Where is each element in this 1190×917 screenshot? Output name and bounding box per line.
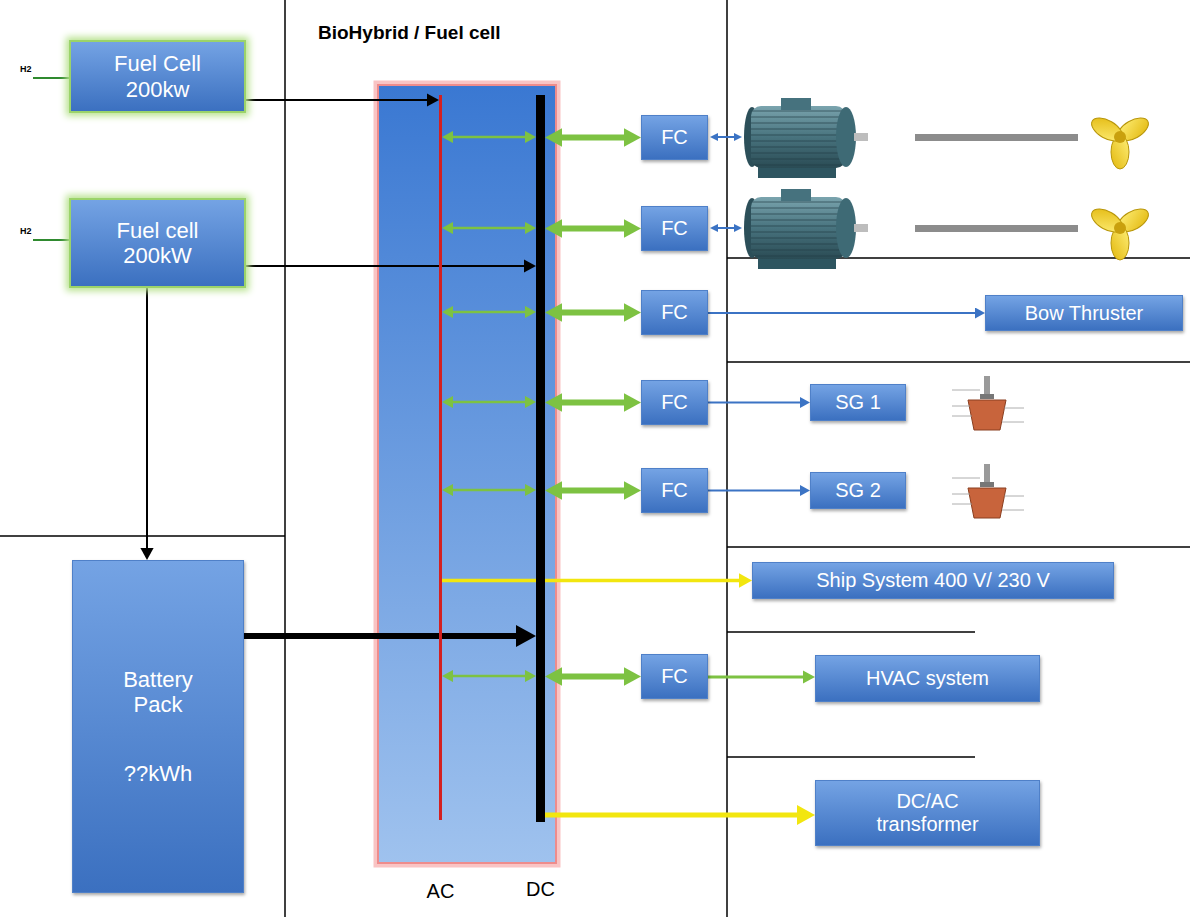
connector-arrow [453,401,525,404]
box-label: DC/AC transformer [863,790,993,836]
box-label: FC [661,479,688,502]
connector-arrow [453,675,525,678]
partition-line [284,0,286,917]
load-box: DC/AC transformer [815,780,1040,846]
h2-pipe [33,77,69,79]
connector-arrow [453,227,525,230]
gas-label: H2 [20,64,32,74]
connector-arrow [708,312,975,314]
connector-arrow [562,674,624,680]
box-label: FC [661,217,688,240]
converter-box: FC [641,654,708,699]
converter-box: FC [641,290,708,335]
converter-box: FC [641,115,708,160]
gas-label: H2 [20,226,32,236]
diagram-title: BioHybrid / Fuel cell [318,22,501,44]
load-box: Ship System 400 V/ 230 V [752,562,1114,599]
box-label: Ship System 400 V/ 230 V [816,569,1049,592]
box-label: Fuel Cell 200kw [100,51,215,102]
steering-gear [952,464,1024,518]
battery-box: Battery Pack ??kWh [72,560,244,893]
connector-arrow [453,136,525,139]
connector-arrow [562,135,624,141]
converter-box: FC [641,206,708,251]
fuel-cell-box: Fuel cell 200kW [69,198,246,288]
connector-arrow [246,265,524,267]
bus-label: DC [526,878,555,901]
box-label: FC [661,126,688,149]
connector-arrow [708,676,803,679]
connector-arrow [246,99,427,101]
load-box: HVAC system [815,655,1040,702]
box-label: FC [661,391,688,414]
connector-arrow [453,489,525,492]
electric-motor [744,98,868,178]
connector-arrow [708,490,800,492]
box-label: Fuel cell 200kW [100,218,215,269]
motor-link [718,136,734,138]
bus-label: AC [427,880,455,903]
bus-panel-glow [378,85,556,863]
box-label: HVAC system [866,667,989,690]
box-label: ??kWh [124,761,192,786]
connector-arrow [562,488,624,494]
partition-line [727,361,1190,363]
partition-line [727,546,1190,548]
connector-arrow [545,813,797,818]
connector-arrow [708,402,800,404]
box-label: SG 1 [835,391,881,414]
converter-box: FC [641,380,708,425]
connector-arrow [562,226,624,232]
connector-arrow [146,288,148,548]
load-box: Bow Thruster [985,295,1183,331]
converter-box: FC [641,468,708,513]
partition-line [727,631,975,633]
h2-pipe [33,239,69,241]
propeller [1088,113,1152,169]
dc-bus: DC [536,95,545,822]
propeller-shaft [915,134,1078,141]
steering-gear [952,376,1024,430]
partition-line [727,756,975,758]
connector-arrow [562,400,624,406]
connector-arrow [453,311,525,314]
box-label: Bow Thruster [1025,302,1144,325]
motor-link [718,227,734,229]
box-label: SG 2 [835,479,881,502]
load-box: SG 1 [810,384,906,421]
connector-arrow [442,579,739,583]
box-label: FC [661,301,688,324]
load-box: SG 2 [810,472,906,509]
partition-line [0,535,285,537]
bus-panel [378,85,556,863]
connector-arrow [562,310,624,316]
ac-bus: AC [439,95,442,820]
box-label: FC [661,665,688,688]
electric-motor [744,189,868,269]
propeller-shaft [915,225,1078,232]
propeller [1088,204,1152,260]
connector-arrow [244,633,516,639]
box-label: Battery Pack [108,667,208,718]
fuel-cell-box: Fuel Cell 200kw [69,40,246,113]
